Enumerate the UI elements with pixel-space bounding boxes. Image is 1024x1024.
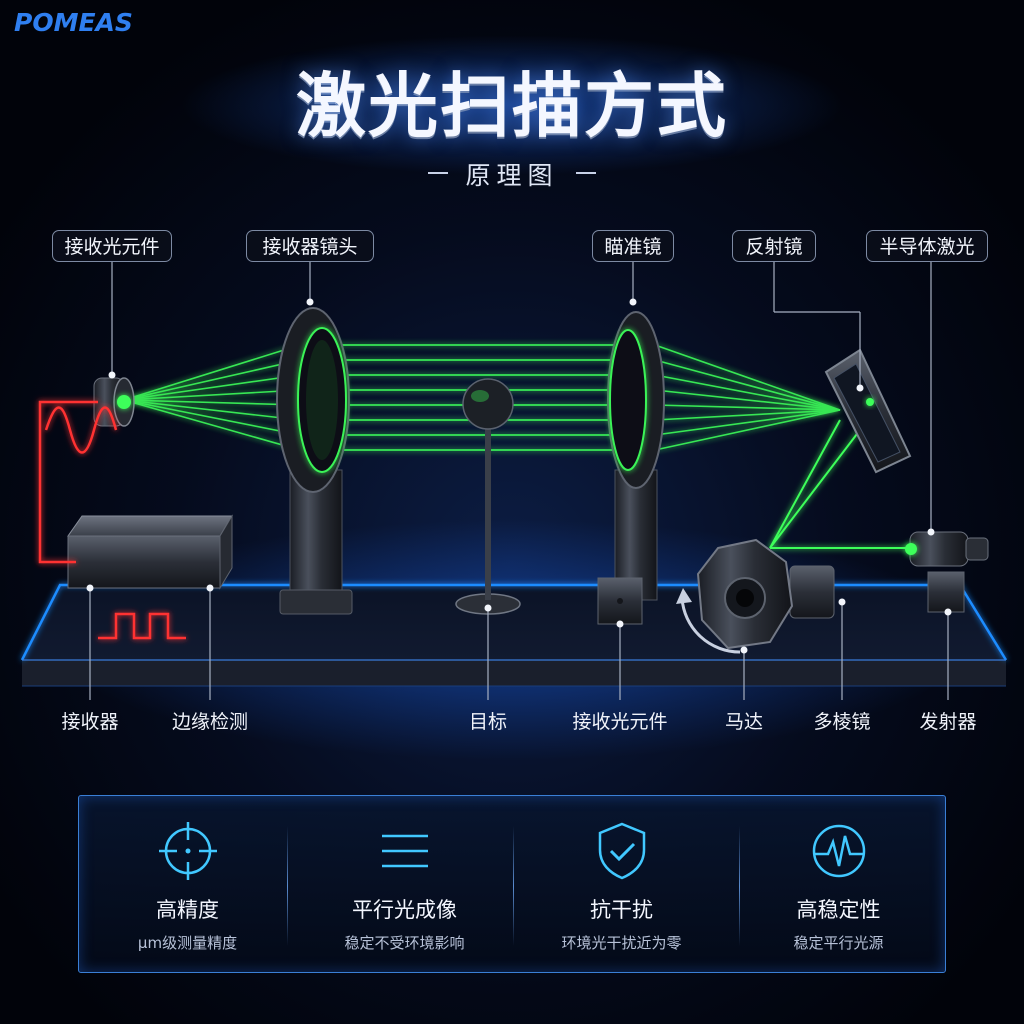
polygon-mirror-motor (676, 538, 835, 654)
label-receiver: 接收器 (61, 711, 119, 733)
feature-desc: 稳定平行光源 (793, 934, 884, 952)
receiver-lens (276, 307, 353, 615)
laser-emitter (905, 531, 989, 613)
feature-title: 高精度 (156, 898, 219, 922)
label-target: 目标 (468, 711, 508, 733)
feature-parallel-imaging: 平行光成像 稳定不受环境影响 (296, 796, 513, 974)
label-reflector: 反射镜 (732, 230, 816, 262)
label-semiconductor-laser: 半导体激光 (866, 230, 988, 262)
feature-desc: 环境光干扰近为零 (561, 934, 682, 952)
feature-desc: 稳定不受环境影响 (344, 934, 465, 952)
page-title: 激光扫描方式 (296, 65, 728, 147)
label-receiving-element-top: 接收光元件 (52, 230, 172, 262)
feature-divider (287, 826, 288, 946)
label-polygon-mirror: 多棱镜 (813, 711, 871, 733)
fan-beams (654, 344, 841, 451)
receiver-box (67, 514, 233, 590)
feature-high-precision: 高精度 μm级测量精度 (79, 796, 296, 974)
brand-logo: POMEAS (14, 8, 133, 37)
heartbeat-icon (812, 824, 865, 878)
source-beams (769, 419, 910, 549)
label-receiver-lens: 接收器镜头 (246, 230, 374, 262)
subtitle-line-left (428, 172, 448, 174)
collimator-lens (597, 311, 665, 625)
reflector-mirror (824, 348, 912, 474)
feature-divider (739, 826, 740, 946)
label-edge-detection: 边缘检测 (171, 711, 249, 733)
converging-beams (123, 344, 301, 451)
feature-title: 平行光成像 (352, 898, 457, 922)
leader-dots (86, 298, 952, 654)
subtitle-line-right (576, 172, 596, 174)
feature-title: 抗干扰 (590, 898, 653, 922)
label-motor: 马达 (724, 711, 764, 733)
feature-desc: μm级测量精度 (137, 934, 238, 952)
feature-divider (513, 826, 514, 946)
crosshair-icon (158, 822, 217, 880)
label-receiving-element-bottom: 接收光元件 (572, 711, 668, 733)
receiving-element-left (93, 377, 135, 427)
feature-anti-interference: 抗干扰 环境光干扰近为零 (513, 796, 730, 974)
parallel-lines-icon (381, 834, 428, 868)
target-object (455, 378, 521, 615)
features-panel: 高精度 μm级测量精度 平行光成像 稳定不受环境影响 抗干扰 环境光干扰近为零 … (78, 795, 946, 973)
label-emitter: 发射器 (919, 711, 977, 733)
feature-high-stability: 高稳定性 稳定平行光源 (730, 796, 947, 974)
shield-check-icon (598, 822, 645, 880)
feature-title: 高稳定性 (796, 898, 881, 922)
label-collimator: 瞄准镜 (592, 230, 674, 262)
signal-wires (38, 400, 186, 640)
subtitle: 原理图 (465, 161, 559, 190)
leader-lines (89, 262, 949, 700)
